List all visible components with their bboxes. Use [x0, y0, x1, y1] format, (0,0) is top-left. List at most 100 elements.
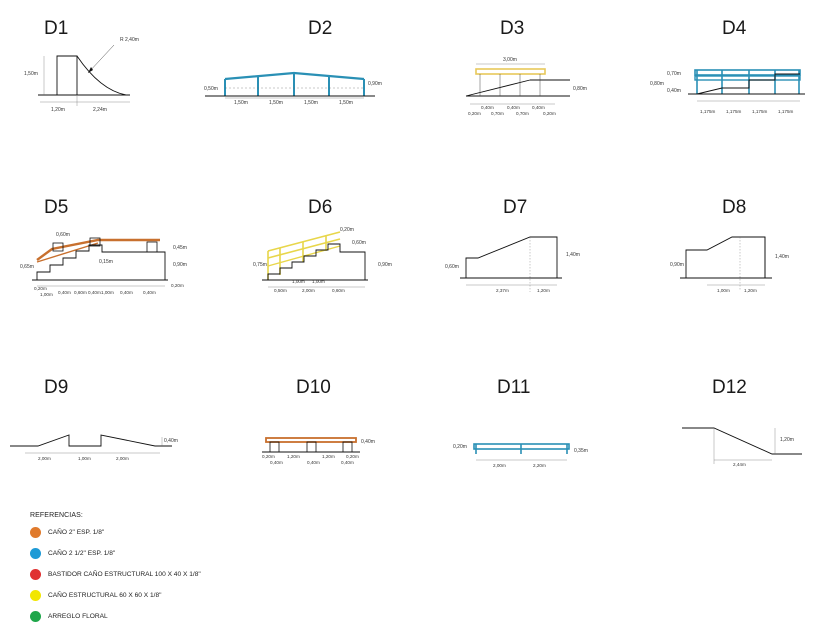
d10-b2-2: 0,40m: [307, 460, 320, 465]
drawing-d12: D12 1,20m 2,44m: [682, 377, 802, 467]
drawing-d2: D2 0,50m 0,90m 1,50m 1,50m 1,50m 1,50m: [204, 18, 382, 106]
drawing-d4: D4 0,70m 0,80m 0,40m 1,175m 1,175m 1,175…: [650, 18, 805, 114]
legend-item-bastidor: BASTIDOR CAÑO ESTRUCTURAL 100 X 40 X 1/8…: [30, 569, 201, 580]
d4-span-3: 1,175m: [752, 109, 767, 114]
d2-right-h: 0,90m: [368, 81, 382, 87]
d1-height: 1,50m: [24, 71, 38, 77]
d6-right-h1: 0,60m: [352, 240, 366, 246]
d5-b1-6: 1,00m: [101, 290, 114, 295]
d5-b1-5: 0,40m: [88, 290, 101, 295]
d5-top: 0,60m: [56, 232, 70, 238]
d1-title: D1: [44, 18, 68, 39]
drawing-d9: D9 0,40m 2,00m 1,00m 2,00m: [10, 377, 178, 461]
legend-item-cano-estructural: CAÑO ESTRUCTURAL 60 X 60 X 1/8": [30, 590, 201, 601]
legend-header: REFERENCIAS:: [30, 512, 83, 519]
d3-right-h: 0,80m: [573, 86, 587, 92]
d9-bottom-2: 1,00m: [78, 456, 91, 461]
d10-b2-3: 0,40m: [341, 460, 354, 465]
d9-bottom-1: 2,00m: [38, 456, 51, 461]
d10-title: D10: [296, 377, 331, 398]
d9-bottom-3: 2,00m: [116, 456, 129, 461]
d1-w2: 2,24m: [93, 107, 107, 113]
d4-title: D4: [722, 18, 747, 39]
d4-span-4: 1,175m: [778, 109, 793, 114]
d3-inner-2: 0,40m: [507, 105, 520, 110]
d6-right-h2: 0,90m: [378, 262, 392, 268]
d3-bottom-4: 0,20m: [543, 111, 556, 116]
drawing-d8: D8 0,90m 1,40m 1,00m 1,20m: [670, 197, 789, 293]
green-swatch-icon: [30, 611, 41, 622]
legend-label: BASTIDOR CAÑO ESTRUCTURAL 100 X 40 X 1/8…: [48, 571, 201, 578]
d11-left-h: 0,20m: [453, 444, 467, 450]
d1-radius: R 2,40m: [120, 37, 139, 43]
legend-label: CAÑO ESTRUCTURAL 60 X 60 X 1/8": [48, 592, 162, 599]
d12-right-h: 1,20m: [780, 437, 794, 443]
d12-title: D12: [712, 377, 747, 398]
d2-left-h: 0,50m: [204, 86, 218, 92]
d5-inner: 0,15m: [99, 259, 113, 265]
d3-top: 3,00m: [503, 57, 517, 63]
d5-right-h1: 0,45m: [173, 245, 187, 251]
d9-title: D9: [44, 377, 68, 398]
d2-span-1: 1,50m: [234, 100, 248, 106]
drawing-d1: D1 R 2,40m 1,50m 1,20m 2,24m: [24, 18, 139, 113]
d6-bottom-3: 0,60m: [332, 288, 345, 293]
d5-b3: 0,20m: [171, 283, 184, 288]
d11-bottom-1: 2,00m: [493, 463, 506, 468]
d3-inner-3: 0,40m: [532, 105, 545, 110]
d11-right-h: 0,35m: [574, 448, 588, 454]
d2-span-3: 1,50m: [304, 100, 318, 106]
d4-h2: 0,80m: [650, 81, 664, 87]
d6-bottom-2: 2,00m: [302, 288, 315, 293]
d2-span-2: 1,50m: [269, 100, 283, 106]
d10-b1-4: 0,20m: [346, 454, 359, 459]
d8-left-h: 0,90m: [670, 262, 684, 268]
d6-mid-1: 1,00m: [292, 279, 305, 284]
red-swatch-icon: [30, 569, 41, 580]
d5-b2: 0,40m: [143, 290, 156, 295]
d7-title: D7: [503, 197, 527, 218]
blue-swatch-icon: [30, 548, 41, 559]
d9-right-h: 0,40m: [164, 438, 178, 444]
d4-span-1: 1,175m: [700, 109, 715, 114]
drawing-d10: D10 0,40m 0,20m 1,20m 1,20m 0,20m 0,40m …: [262, 377, 375, 465]
d8-right-h: 1,40m: [775, 254, 789, 260]
legend-label: CAÑO 2 1/2" ESP. 1/8": [48, 550, 116, 557]
d7-left-h: 0,60m: [445, 264, 459, 270]
legend-item-cano-2: CAÑO 2" ESP. 1/8": [30, 527, 201, 538]
d3-bottom-1: 0,20m: [468, 111, 481, 116]
d6-left-h: 0,75m: [253, 262, 267, 268]
orange-swatch-icon: [30, 527, 41, 538]
d10-right-h: 0,40m: [361, 439, 375, 445]
d5-b1-3: 0,40m: [58, 290, 71, 295]
d3-bottom-3: 0,70m: [516, 111, 529, 116]
d6-mid-2: 1,00m: [312, 279, 325, 284]
d8-bottom-1: 1,00m: [717, 288, 730, 293]
legend: REFERENCIAS: CAÑO 2" ESP. 1/8" CAÑO 2 1/…: [30, 512, 201, 632]
drawing-d7: D7 0,60m 1,40m 2,37m 1,20m: [445, 197, 580, 293]
legend-label: CAÑO 2" ESP. 1/8": [48, 529, 105, 536]
d5-b1-4: 0,60m: [74, 290, 87, 295]
d5-b1-1: 0,20m: [34, 286, 47, 291]
d5-b1-7: 0,40m: [120, 290, 133, 295]
d11-title: D11: [497, 377, 530, 398]
drawing-d5: D5 0,60m 0,65m 0,45m 0,90m 0,15m 0,20m 1…: [20, 197, 187, 297]
d6-top: 0,20m: [340, 227, 354, 233]
d8-bottom-2: 1,20m: [744, 288, 757, 293]
drawing-d6: D6 0,20m 0,60m 0,90m 0,75m 1,00m 1,00m 0…: [253, 197, 392, 293]
d3-title: D3: [500, 18, 524, 39]
d7-bottom-1: 2,37m: [496, 288, 509, 293]
drawing-d11: D11 0,20m 0,35m 2,00m 2,20m: [453, 377, 588, 468]
d12-bottom: 2,44m: [733, 462, 746, 467]
d4-h3: 0,40m: [667, 88, 681, 94]
d10-b1-1: 0,20m: [262, 454, 275, 459]
d7-right-h: 1,40m: [566, 252, 580, 258]
d11-bottom-2: 2,20m: [533, 463, 546, 468]
d5-left-h: 0,65m: [20, 264, 34, 270]
d5-b1-2: 1,00m: [40, 292, 53, 297]
d8-title: D8: [722, 197, 746, 218]
d2-title: D2: [308, 18, 332, 39]
yellow-swatch-icon: [30, 590, 41, 601]
d7-bottom-2: 1,20m: [537, 288, 550, 293]
